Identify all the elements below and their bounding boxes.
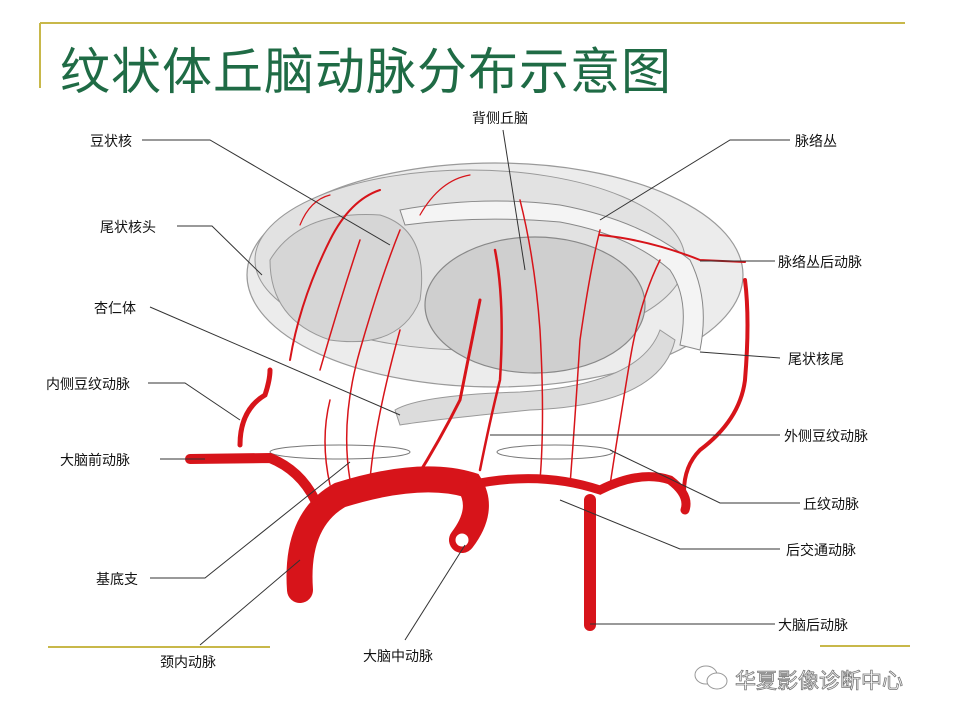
- lentiform-nucleus: [269, 214, 423, 343]
- label-caudate-head: 尾状核头: [100, 220, 156, 236]
- mca-lumen: [452, 530, 472, 550]
- label-amygdala: 杏仁体: [94, 301, 136, 317]
- label-caudate-tail: 尾状核尾: [788, 352, 844, 368]
- label-internal-carotid: 颈内动脉: [160, 655, 216, 671]
- caudate-tail: [394, 329, 676, 426]
- medial-ring: [269, 444, 411, 460]
- wechat-icon: [694, 665, 728, 690]
- label-basal-branch: 基底支: [96, 572, 138, 588]
- label-choroid-plexus: 脉络丛: [795, 134, 837, 150]
- lateral-ring: [496, 444, 614, 460]
- label-posterior-cerebral: 大脑后动脉: [778, 618, 848, 634]
- thalamus: [424, 236, 646, 374]
- label-medial-lenticulostriate: 内侧豆纹动脉: [46, 377, 130, 393]
- arteries: [185, 174, 750, 631]
- label-anterior-cerebral: 大脑前动脉: [60, 453, 130, 469]
- leader-lines: [142, 129, 800, 646]
- label-posterior-communicating: 后交通动脉: [786, 543, 856, 559]
- label-thalamostriate: 丘纹动脉: [803, 497, 859, 513]
- frame-lines: [39, 22, 910, 648]
- label-dorsal-thalamus: 背侧丘脑: [472, 111, 528, 127]
- watermark: 华夏影像诊断中心: [735, 669, 904, 694]
- label-posterior-choroidal: 脉络丛后动脉: [778, 255, 862, 271]
- label-lateral-lenticulostriate: 外侧豆纹动脉: [784, 429, 868, 445]
- label-middle-cerebral: 大脑中动脉: [363, 649, 433, 665]
- page-title: 纹状体丘脑动脉分布示意图: [60, 43, 672, 101]
- label-lentiform-nucleus: 豆状核: [90, 134, 132, 150]
